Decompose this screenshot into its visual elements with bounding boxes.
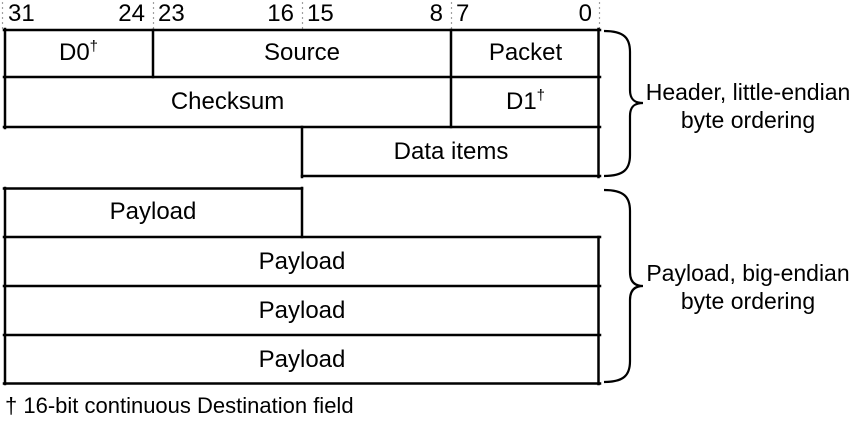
header-brace-label-line1: Header, little-endian	[645, 79, 851, 105]
header-brace-label-line2: byte ordering	[680, 107, 816, 133]
field-payload-1-label: Payload	[109, 198, 197, 225]
bit-range-23-16: 23 16	[153, 1, 302, 27]
field-payload-1: Payload	[4, 187, 302, 237]
header-brace-label: Header, little-endian byte ordering	[640, 78, 855, 134]
bit-range-7-0: 7 0	[451, 1, 600, 27]
payload-brace-label-line1: Payload, big-endian	[646, 260, 850, 286]
bit-label-7: 7	[456, 0, 470, 27]
payload-table-lines	[2, 186, 602, 386]
payload-brace	[603, 188, 644, 384]
field-payload-3-label: Payload	[258, 296, 346, 324]
bit-label-15: 15	[307, 0, 334, 27]
bit-range-31-24: 31 24	[3, 1, 153, 27]
field-data-items: Data items	[302, 127, 600, 177]
field-checksum-label: Checksum	[170, 88, 285, 115]
field-d1-label: D1	[505, 88, 537, 115]
field-payload-3: Payload	[4, 286, 600, 335]
field-packet: Packet	[451, 29, 600, 77]
field-payload-4-label: Payload	[258, 345, 346, 373]
field-d1: D1†	[505, 87, 546, 115]
field-checksum: Checksum	[4, 77, 451, 127]
field-d0-label: D0	[58, 39, 90, 66]
bit-range-15-8: 15 8	[302, 1, 451, 27]
field-source-label: Source	[263, 39, 341, 66]
field-payload-2-label: Payload	[258, 247, 346, 275]
dagger-footnote: † 16-bit continuous Destination field	[5, 393, 354, 418]
bit-label-24: 24	[118, 0, 145, 27]
bit-label-0: 0	[578, 0, 592, 27]
field-packet-label: Packet	[488, 39, 563, 66]
bit-label-31: 31	[8, 0, 35, 27]
field-data-items-label: Data items	[393, 138, 509, 165]
bit-label-23: 23	[158, 0, 185, 27]
field-payload-2: Payload	[4, 237, 600, 286]
field-d0: D0†	[58, 38, 99, 66]
bit-label-8: 8	[429, 0, 443, 27]
payload-brace-label: Payload, big-endian byte ordering	[640, 259, 855, 315]
header-table-lines	[2, 27, 602, 179]
field-source: Source	[153, 29, 451, 77]
header-brace	[603, 29, 644, 178]
bit-label-16: 16	[267, 0, 294, 27]
payload-brace-label-line2: byte ordering	[680, 288, 816, 314]
field-payload-4: Payload	[4, 335, 600, 384]
